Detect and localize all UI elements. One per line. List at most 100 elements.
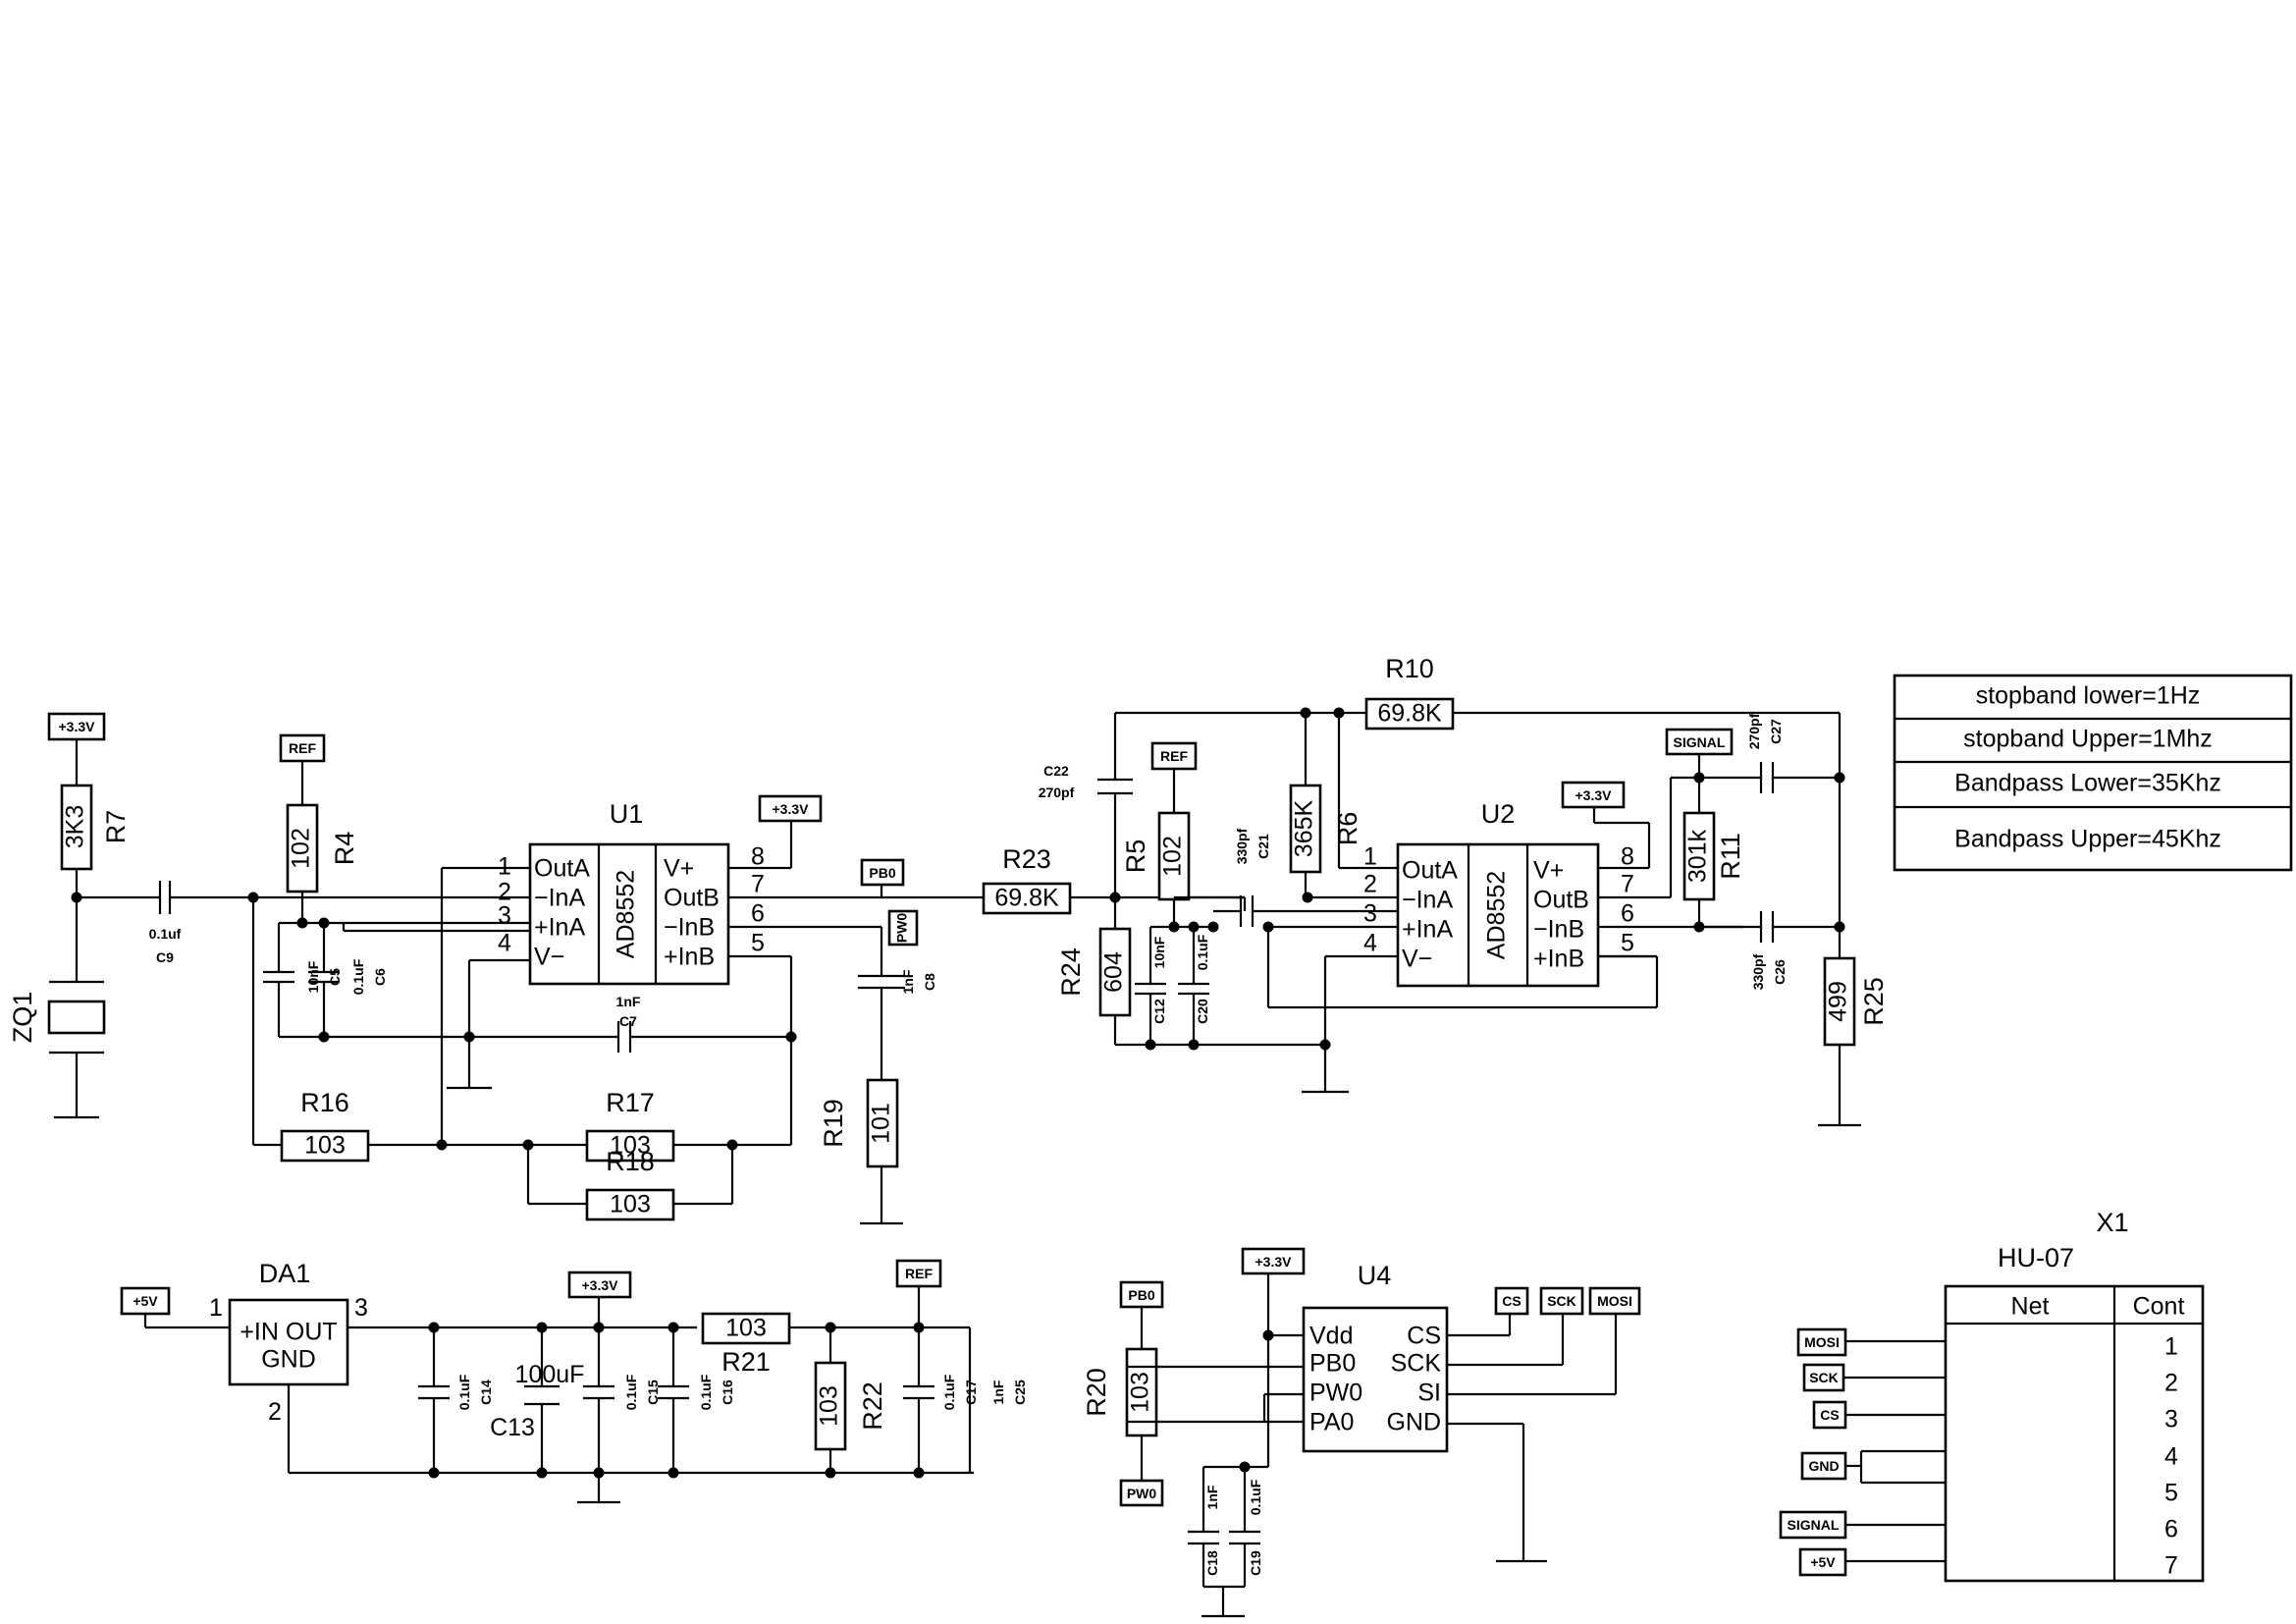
c16-value: 0.1uF [698,1374,714,1410]
da1-pin-1: 1 [209,1294,223,1322]
u2-pin-8: 8 [1621,843,1634,871]
r25-ref: R25 [1859,977,1889,1026]
x1-col-cont: Cont [2133,1293,2185,1321]
c9-ref: C9 [156,949,174,965]
u1-noninv-b: +InB [664,944,715,971]
u4-vdd: Vdd [1309,1323,1353,1350]
u2-pin-3: 3 [1363,900,1377,928]
c19-value: 0.1uF [1248,1479,1263,1515]
r20-value: 103 [1127,1372,1154,1413]
c13-value: 100uF [515,1361,585,1388]
u1-vminus: V− [534,944,564,971]
chip-u4: +3.3V U4 Vdd PB0 PW0 PA0 CS SCK SI GND P… [1082,1247,1641,1618]
u2-vminus: V− [1402,946,1432,973]
crystal-stage: +3.3V 3K3 R7 ZQ1 0.1uf C9 [8,712,442,1119]
pb0-tag: PB0 [869,865,895,881]
x1-pin-5: 5 [2164,1480,2178,1507]
r4-ref: R4 [330,832,359,866]
r16-ref: R16 [300,1088,349,1117]
note-bandpass-upper: Bandpass Upper=45Khz [1954,826,2221,853]
x1-pin-2: 2 [2164,1370,2178,1397]
r23-ref: R23 [1002,844,1051,874]
u4-pa0: PA0 [1309,1409,1354,1436]
u2-out-b: OutB [1533,887,1589,914]
x1-signal-tag: SIGNAL [1788,1517,1840,1533]
x1-col-net: Net [2011,1293,2050,1321]
u1-power-label: +3.3V [773,801,810,817]
u2-inv-b: −InB [1533,916,1584,944]
u1-inv-a: −InA [534,885,585,912]
c21-value: 330pf [1234,828,1250,864]
u1-noninv-a: +InA [534,914,585,942]
zq1-ref: ZQ1 [8,992,37,1044]
x1-sck-tag: SCK [1809,1370,1839,1385]
u1-inv-b: −InB [664,914,715,942]
resistor-r23 [982,882,1072,915]
output-stage: SIGNAL 270pf C27 301k R11 330pf C26 499 … [1665,713,1889,1127]
u1-pin-3: 3 [498,902,511,930]
x1-gnd-tag: GND [1808,1458,1839,1474]
r24-value: 604 [1100,951,1128,993]
u4-gnd: GND [1386,1409,1441,1436]
c22-value: 270pf [1039,785,1075,800]
resistor-r19 [866,1078,899,1168]
u2-noninv-a: +InA [1402,916,1453,944]
r20-ref: R20 [1082,1368,1111,1417]
reg-ref-tag: REF [905,1266,933,1281]
u1-pin-2: 2 [498,879,511,906]
signal-tag: SIGNAL [1674,734,1726,750]
note-bandpass-lower: Bandpass Lower=35Khz [1954,770,2221,797]
r6-ref: R6 [1333,812,1362,846]
u4-sck: SCK [1391,1350,1442,1378]
u1-out-b: OutB [664,885,720,912]
u2-noninv-b: +InB [1533,946,1584,973]
c21-ref: C21 [1255,834,1271,859]
c8-value: 1nF [900,969,916,994]
u1-vplus: V+ [664,855,694,883]
r11-ref: R11 [1716,833,1745,880]
filter-spec-table: stopband lower=1Hz stopband Upper=1Mhz B… [1893,674,2293,872]
u4-pw0-tag: PW0 [1127,1486,1157,1501]
note-stopband-lower: stopband lower=1Hz [1976,682,2201,710]
u2-vplus: V+ [1533,857,1564,885]
opamp-u2: U2 1 2 3 4 OutA −InA +InA V− AD8552 V+ O… [1363,778,1743,988]
c25-ref: C25 [1012,1380,1028,1405]
resistor-r11 [1682,811,1716,901]
c18-value: 1nF [1204,1485,1220,1509]
da1-pin-2: 2 [268,1398,282,1426]
u4-power-label: +3.3V [1255,1254,1293,1270]
crystal-zq1 [47,1000,106,1035]
r11-value: 301k [1684,829,1712,883]
u4-si: SI [1417,1380,1441,1407]
r5-ref-tag: REF [1160,748,1188,764]
x1-pin-7: 7 [2164,1552,2178,1580]
r16-value: 103 [304,1132,346,1160]
x1-mosi-tag: MOSI [1804,1334,1840,1350]
u1-pin-8: 8 [751,843,765,871]
u2-inv-a: −InA [1402,887,1453,914]
u1-ref: U1 [610,799,644,829]
da1-ref: DA1 [259,1259,311,1288]
c25-value: 1nF [990,1380,1006,1404]
r10-value: 69.8K [1377,700,1442,728]
regulator-da1: +5V 1 DA1 +IN OUT GND 3 2 0.1uF C14 [120,1259,1028,1504]
opamp-u1: U1 1 2 3 4 OutA −InA +InA V− AD8552 V+ O… [498,794,984,1151]
u2-power-label: +3.3V [1575,787,1613,803]
r10-ref: R10 [1385,654,1434,683]
rail-3v3-label: +3.3V [582,1277,619,1293]
r25-value: 499 [1825,981,1852,1022]
u2-pin-7: 7 [1621,871,1634,898]
u4-ref: U4 [1358,1261,1392,1290]
x1-pin-4: 4 [2164,1443,2178,1471]
r7-value: 3K3 [62,805,89,848]
x1-cs-tag: CS [1820,1407,1839,1423]
c9-value: 0.1uf [149,926,182,942]
u2-out-a: OutA [1402,857,1458,885]
r17-value: 103 [610,1132,651,1160]
x1-part: HU-07 [1998,1243,2074,1272]
da1-line1: +IN OUT [240,1319,337,1346]
r19-value: 101 [868,1103,895,1144]
r22-value: 103 [816,1385,843,1427]
c6-ref: C6 [372,968,388,986]
u1-out-a: OutA [534,855,590,883]
